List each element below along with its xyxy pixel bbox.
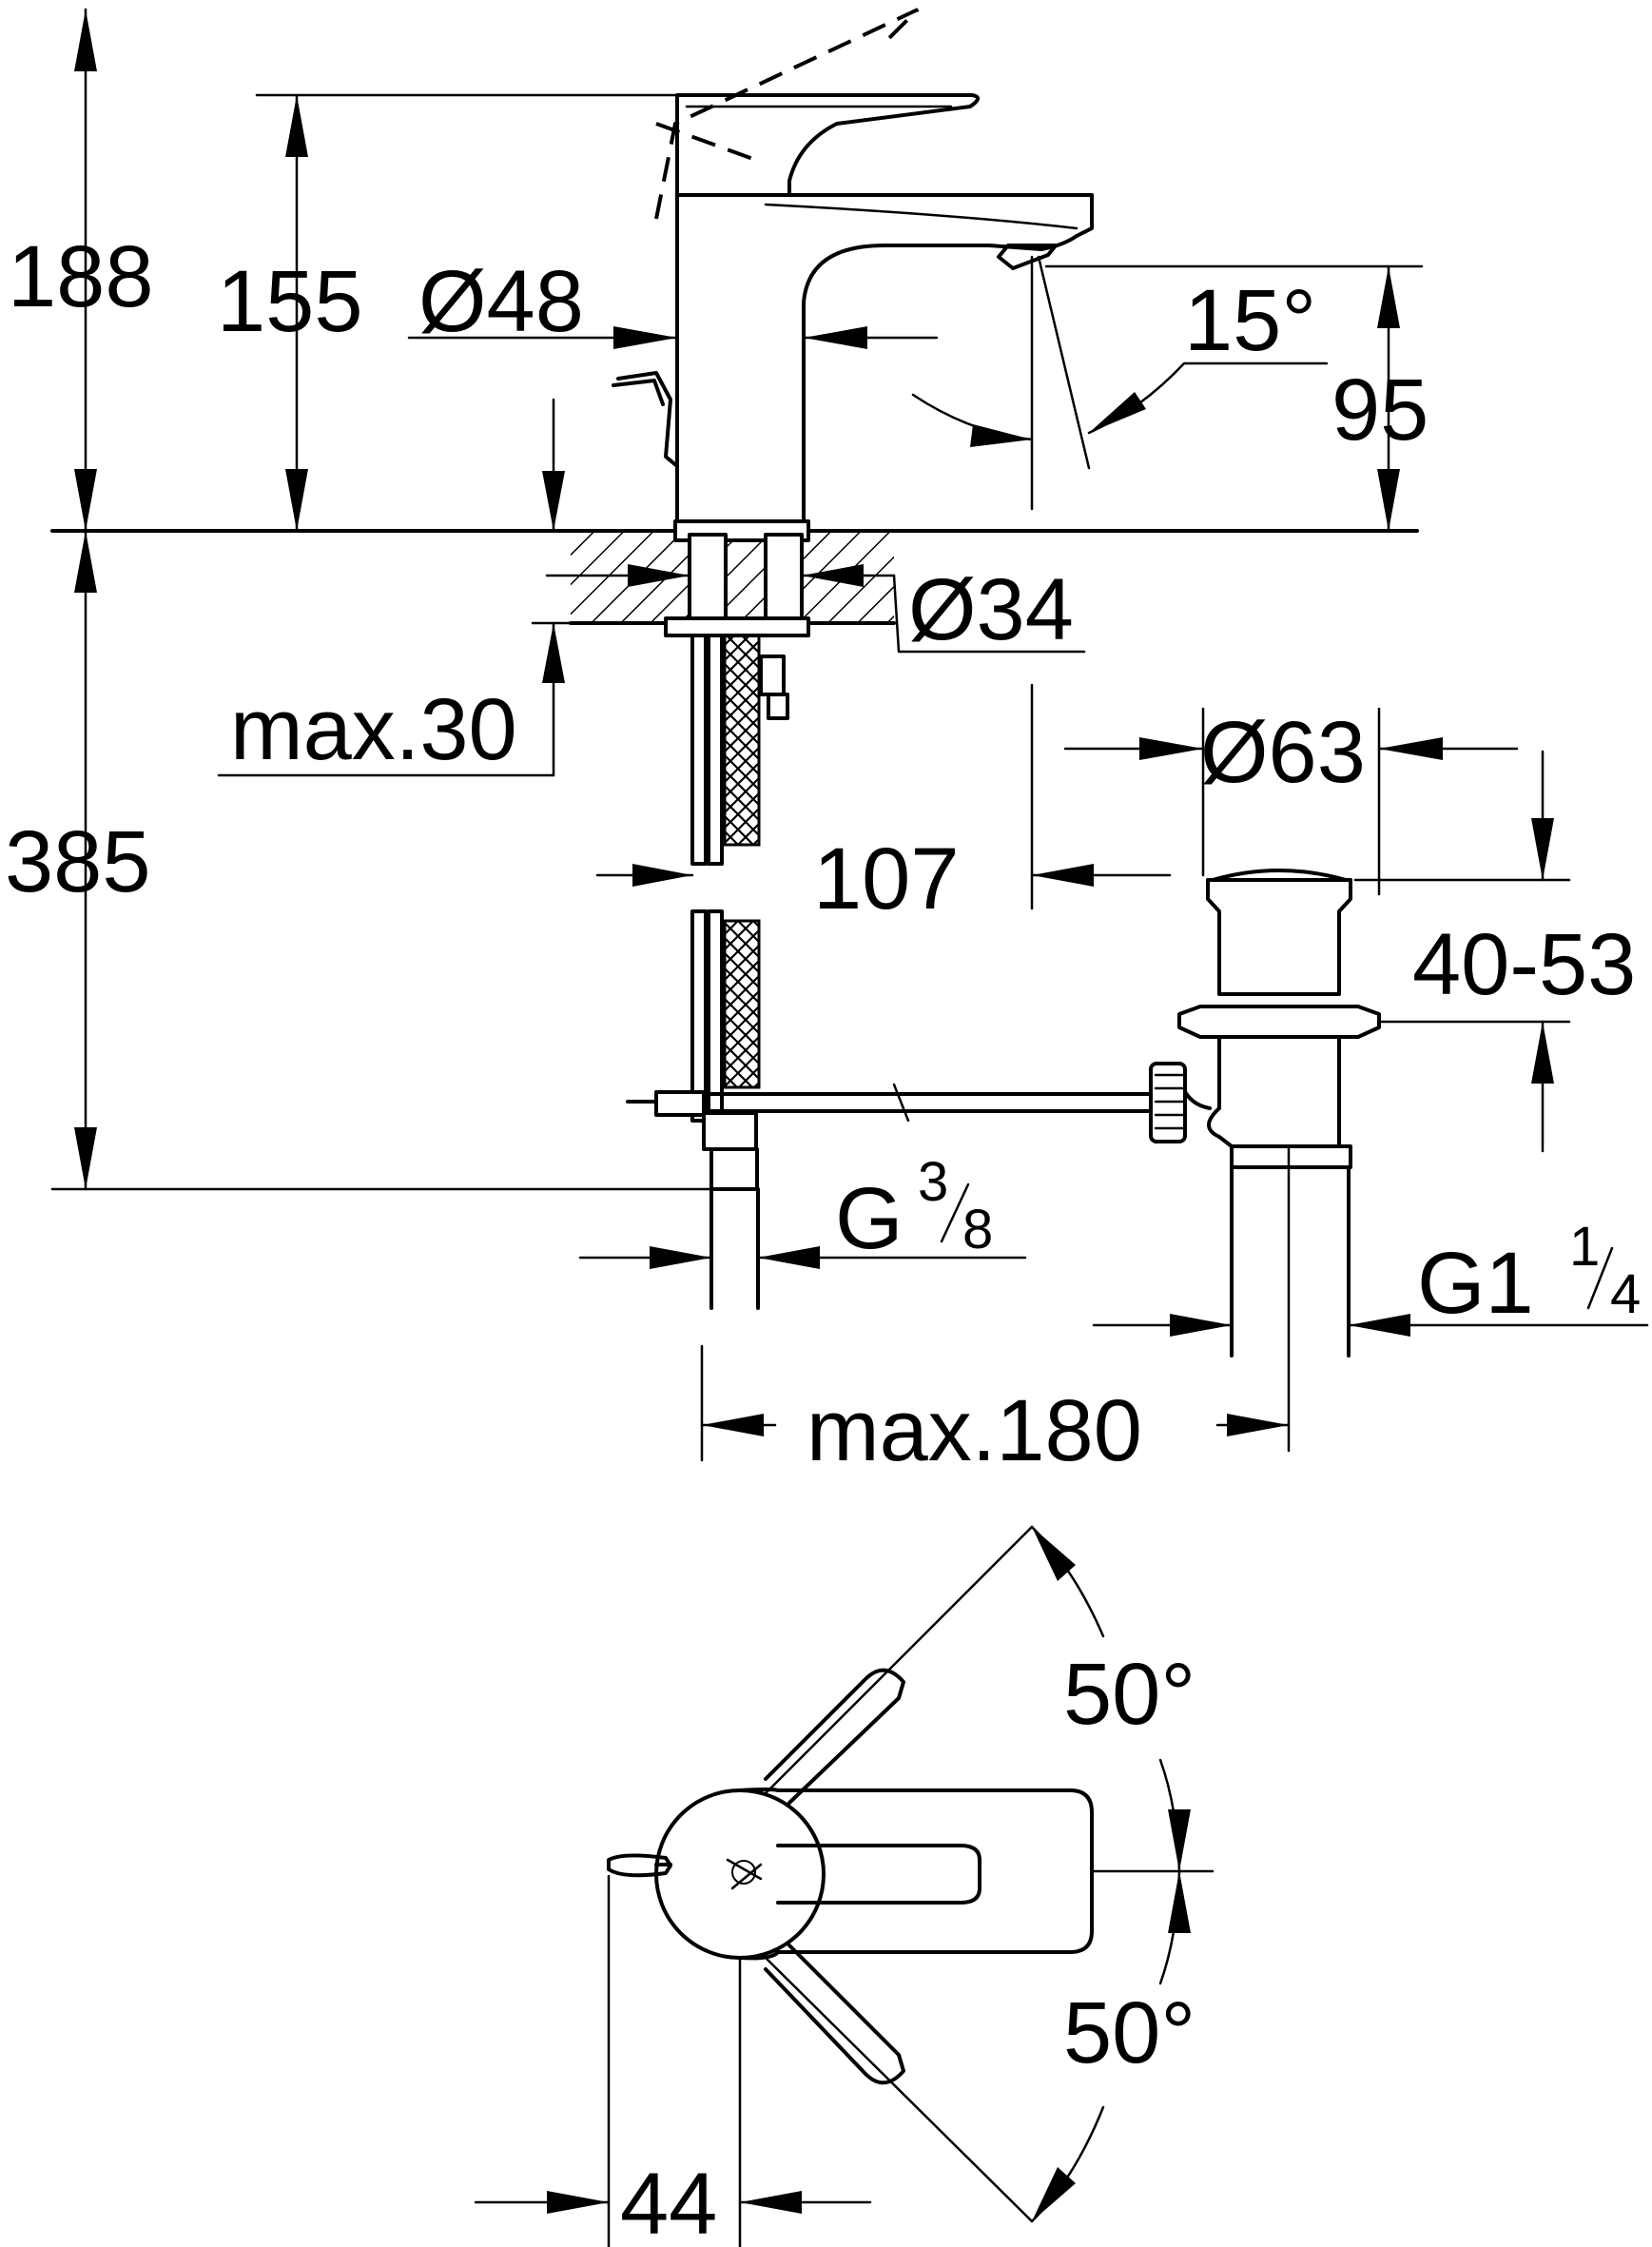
faucet-top-view [607, 1668, 1094, 2085]
dim-max-deck-thickness: max.30 [230, 681, 517, 778]
dim-below-deck-length: 385 [5, 813, 151, 910]
shank-and-hoses [664, 533, 810, 1310]
waste-thread-numerator: 1 [1569, 1216, 1600, 1278]
dimension-lines [50, 8, 1649, 1462]
waste-thread-main: G1 [1417, 1235, 1534, 1332]
dim-height-total: 188 [8, 228, 154, 325]
dim-spout-height: 95 [1331, 361, 1428, 459]
dim-rod-length: max.180 [807, 1382, 1142, 1479]
top-view-dimensions [474, 1525, 1215, 2247]
waste-thread-denominator: 4 [1610, 1263, 1641, 1325]
dim-lever-angle-bottom: 50° [1063, 1984, 1195, 2081]
waste-fitting [1149, 869, 1381, 1453]
faucet-side-view [612, 8, 1094, 523]
connection-thread-main: G [835, 1170, 904, 1267]
dim-projection: 107 [813, 830, 960, 928]
dim-lever-offset: 44 [620, 2156, 717, 2247]
dim-shank-diameter: Ø34 [908, 561, 1074, 658]
dim-waste-range: 40-53 [1412, 916, 1636, 1013]
dim-body-diameter: Ø48 [418, 253, 584, 350]
dim-waste-diameter: Ø63 [1200, 704, 1366, 801]
dim-height-outlet: 155 [217, 253, 363, 350]
dim-connection-thread: G 3 8 [835, 1151, 993, 1267]
dim-waste-thread: G1 1 4 [1417, 1216, 1641, 1332]
connection-thread-numerator: 3 [918, 1151, 948, 1213]
dim-lever-angle-top: 50° [1063, 1646, 1195, 1743]
pull-rod [626, 1083, 1153, 1123]
connection-thread-denominator: 8 [962, 1199, 993, 1260]
dim-spout-angle: 15° [1184, 272, 1316, 369]
